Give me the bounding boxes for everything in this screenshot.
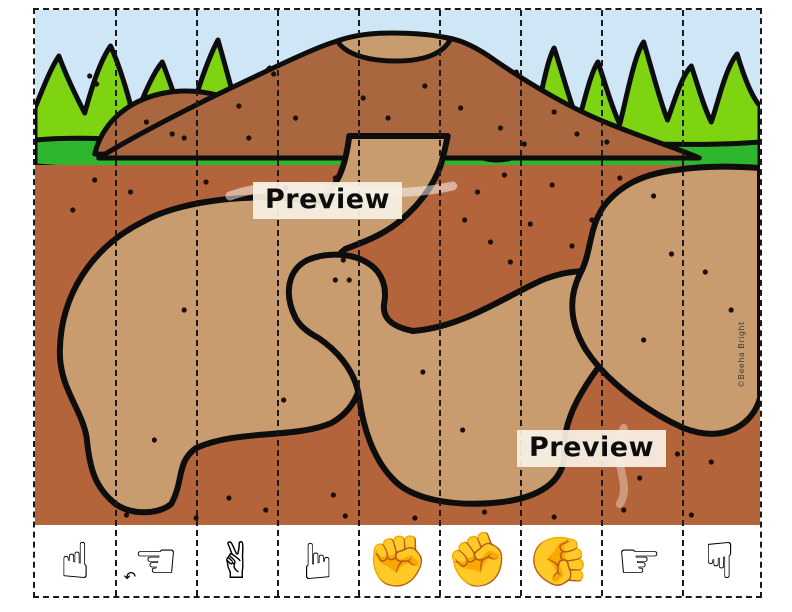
preview-watermark-1: Preview [253,182,403,219]
hand-glyph-6: ✊ [438,522,518,599]
cut-line-6 [520,10,522,596]
cut-line-8 [682,10,684,596]
hand-glyph-8: ☞ [616,531,662,590]
hand-glyph-2: ☜ [133,531,179,590]
hand-sign-row: ☝ ☜ ↶ ✌ ☞ ✊ ✊ ✊ ☞ ☟ [35,522,761,599]
hand-glyph-4: ☞ [287,538,346,583]
tunnel-right-chamber [569,163,760,437]
cut-line-3 [277,10,279,596]
preview-watermark-2: Preview [517,430,667,467]
cut-line-2 [196,10,198,596]
hand-glyph-5: ✊ [366,531,429,590]
puzzle-cut-frame: Preview Preview ☝ ☜ ↶ ✌ ☞ ✊ ✊ ✊ ☞ ☟ [33,8,762,598]
motion-arrow-icon: ↶ [123,568,137,586]
hand-cell-9: ☟ [679,525,761,596]
hand-cell-1: ☝ [35,525,116,596]
hand-cell-3: ✌ [196,525,277,596]
hand-glyph-9: ☟ [704,531,735,590]
hand-cell-5: ✊ [357,525,438,596]
hand-cell-8: ☞ [598,525,680,596]
cut-line-4 [358,10,360,596]
hand-glyph-7: ✊ [527,526,591,595]
hand-cell-2: ☜ ↶ [115,525,197,596]
tunnel-left-chamber [56,133,451,516]
cut-line-7 [601,10,603,596]
copyright-credit: ©Beeha Bright [737,321,746,388]
speckle-dots [70,71,748,521]
cut-line-1 [115,10,117,596]
hand-cell-6: ✊ [437,522,519,599]
hand-glyph-1: ☝ [60,531,91,590]
hand-cell-7: ✊ [518,525,599,596]
cut-line-5 [439,10,441,596]
anthill-crater [334,30,454,64]
hand-cell-4: ☞ [276,525,358,596]
hand-glyph-3: ✌ [215,531,258,590]
